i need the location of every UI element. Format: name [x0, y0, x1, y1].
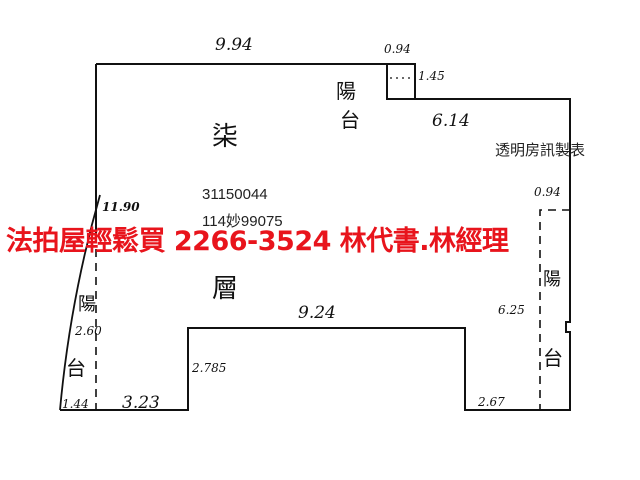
dim-small-box-width: 0.94 — [384, 42, 411, 56]
dim-bottom-left-wall: 3.23 — [122, 393, 160, 413]
dim-right-balcony-length: 6.25 — [498, 303, 525, 317]
dim-right-balcony-width: 0.94 — [534, 185, 561, 199]
dim-bottom-right-wall: 2.67 — [477, 395, 505, 409]
left-balcony-curve — [59, 194, 101, 411]
case-number: 114妙99075 — [202, 213, 283, 230]
watermark-text: 透明房訊製表 — [495, 142, 586, 159]
outer-wall — [60, 63, 571, 411]
dim-left-balcony-bottom: 1.44 — [62, 397, 89, 411]
top-balcony-label-2: 台 — [340, 108, 360, 132]
dim-inner-bottom-wall: 9.24 — [298, 303, 336, 323]
parcel-number: 31150044 — [202, 186, 268, 203]
small-box — [386, 64, 415, 100]
floor-label-top: 柒 — [212, 122, 238, 152]
right-balcony-dashed-line — [539, 209, 570, 410]
dim-small-box-height: 1.45 — [418, 69, 445, 83]
right-balcony-label-2: 台 — [543, 346, 563, 370]
dim-right-upper-wall: 6.14 — [432, 111, 470, 131]
contact-banner: 法拍屋輕鬆買 2266-3524 林代書.林經理 — [6, 226, 509, 257]
dim-top-wall: 9.94 — [215, 35, 253, 55]
top-balcony-label-1: 陽 — [336, 79, 356, 103]
floor-label-bottom: 層 — [212, 274, 238, 304]
dim-left-wall: 11.90 — [102, 200, 140, 214]
left-balcony-label-1: 陽 — [78, 294, 96, 315]
dim-inner-left-wall: 2.785 — [191, 361, 226, 375]
left-balcony-label-2: 台 — [66, 356, 86, 380]
right-balcony-label-1: 陽 — [543, 269, 561, 290]
dim-left-balcony-mid: 2.60 — [74, 324, 102, 338]
